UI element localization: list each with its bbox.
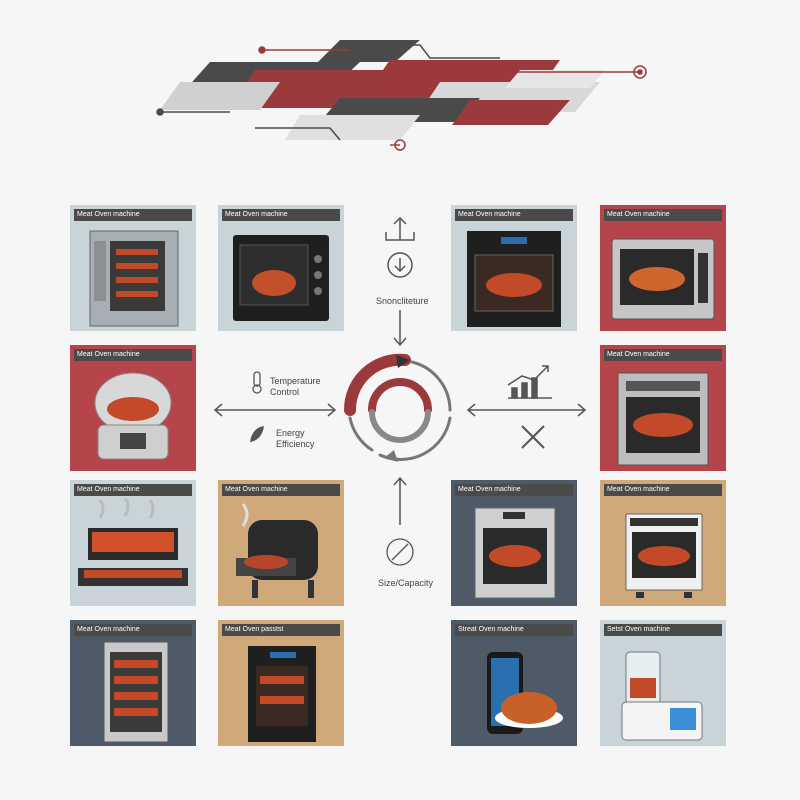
product-tile-label: Meat Oven machine — [222, 484, 340, 496]
thermometer-icon — [252, 371, 262, 394]
product-tile-11[interactable]: Meat Oven machine — [70, 620, 196, 746]
product-tile-1[interactable]: Meat Oven machine — [70, 205, 196, 331]
countertop-oven-image — [233, 235, 329, 321]
grill-image — [78, 498, 188, 586]
product-tile-9[interactable]: Meat Oven machine — [451, 480, 577, 606]
compact-oven-image — [248, 646, 316, 742]
product-tile-14[interactable]: Setst Oven machine — [600, 620, 726, 746]
product-tile-label: Meat Oven machine — [222, 209, 340, 221]
product-tile-label: Streat Oven machine — [455, 624, 573, 636]
product-tile-label: Meat Oven machine — [604, 484, 722, 496]
product-tile-label: Meat Oven machine — [604, 349, 722, 361]
product-tile-label: Meat Oven machine — [604, 209, 722, 221]
utensils-icon — [521, 425, 545, 449]
product-tile-13[interactable]: Streat Oven machine — [451, 620, 577, 746]
product-tile-label: Meat Oven machine — [74, 349, 192, 361]
product-tile-label: Meat Oven machine — [455, 209, 573, 221]
wall-oven-image — [617, 372, 709, 466]
header-banner-graphic — [156, 40, 647, 151]
product-tile-label: Setst Oven machine — [604, 624, 722, 636]
product-tile-12[interactable]: Meat Oven passtst — [218, 620, 344, 746]
leaf-icon — [250, 426, 264, 442]
product-tile-7[interactable]: Meat Oven machine — [70, 480, 196, 606]
feature-label-size: Size/Capacity — [378, 578, 434, 588]
product-tile-label: Meat Oven machine — [455, 484, 573, 496]
countertop-oven-white-image — [625, 513, 703, 598]
combi-oven-image — [89, 230, 179, 327]
feature-label-temperature: Temperature Control — [270, 376, 321, 397]
product-tile-4[interactable]: Meat Oven machine — [600, 205, 726, 331]
feature-hub-diagram — [213, 216, 587, 566]
product-tile-label: Meat Oven machine — [74, 484, 192, 496]
size-capacity-icon — [386, 538, 414, 566]
process-icon — [385, 216, 415, 278]
smoker-image — [236, 503, 318, 598]
product-tile-label: Meat Oven machine — [74, 624, 192, 636]
rack-oven-image — [103, 641, 169, 743]
product-tile-3[interactable]: Meat Oven machine — [451, 205, 577, 331]
feature-label-top: Snoncliteture — [376, 296, 429, 306]
product-tile-10[interactable]: Meat Oven machine — [600, 480, 726, 606]
product-tile-2[interactable]: Meat Oven machine — [218, 205, 344, 331]
product-tile-5[interactable]: Meat Oven machine — [70, 345, 196, 471]
builtin-oven-steel-image — [474, 507, 556, 599]
growth-chart-icon — [507, 365, 552, 399]
product-tile-8[interactable]: Meat Oven machine — [218, 480, 344, 606]
builtin-oven-image — [467, 231, 561, 327]
smart-phone-oven-image — [487, 652, 563, 734]
product-tile-label: Meat Oven machine — [74, 209, 192, 221]
product-tile-label: Meat Oven passtst — [222, 624, 340, 636]
air-fryer-image — [94, 372, 172, 460]
kitchen-appliance-image — [621, 651, 703, 741]
toaster-oven-image — [611, 238, 715, 320]
feature-label-energy: Energy Efficiency — [276, 428, 315, 449]
product-tile-6[interactable]: Meat Oven machine — [600, 345, 726, 471]
